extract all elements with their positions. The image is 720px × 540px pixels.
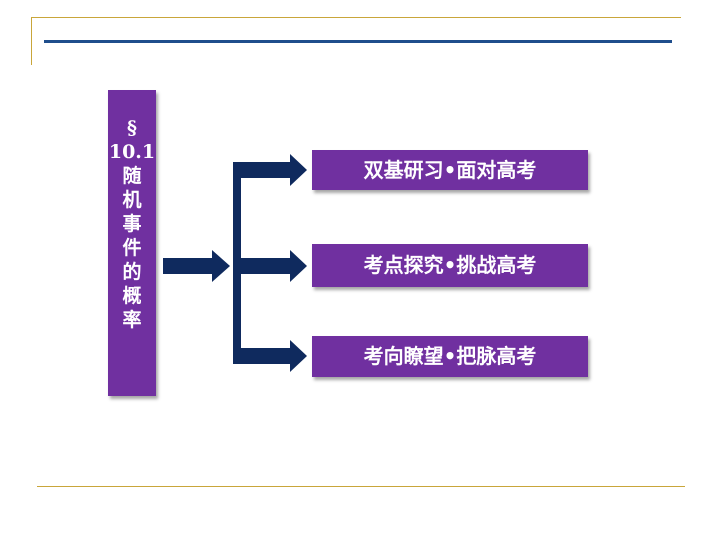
title-line-char-6: 概 — [122, 285, 142, 307]
title-line-char-2: 机 — [122, 189, 142, 211]
title-line-char-5: 的 — [122, 261, 142, 283]
gold-bottom-rule — [37, 486, 685, 487]
title-line-section-sign: § — [127, 117, 137, 139]
item-button-2[interactable]: 考点探究•挑战高考 — [312, 244, 588, 287]
main-arrow — [163, 250, 230, 282]
section-title-box[interactable]: § 10.1 随 机 事 件 的 概 率 — [108, 90, 156, 396]
blue-header-rule — [44, 40, 672, 43]
branch-arrow-1 — [233, 154, 307, 186]
branch-arrow-3 — [233, 340, 307, 372]
gold-left-rule — [31, 17, 32, 65]
item-button-3[interactable]: 考向瞭望•把脉高考 — [312, 336, 588, 377]
title-line-char-3: 事 — [122, 213, 142, 235]
bracket-vertical — [233, 162, 241, 364]
title-line-char-7: 率 — [122, 309, 142, 331]
title-line-char-1: 随 — [122, 165, 142, 187]
title-line-number: 10.1 — [108, 141, 156, 163]
title-line-char-4: 件 — [122, 237, 142, 259]
item-button-1[interactable]: 双基研习•面对高考 — [312, 150, 588, 190]
gold-top-rule — [31, 17, 681, 18]
branch-arrow-2 — [241, 250, 307, 282]
